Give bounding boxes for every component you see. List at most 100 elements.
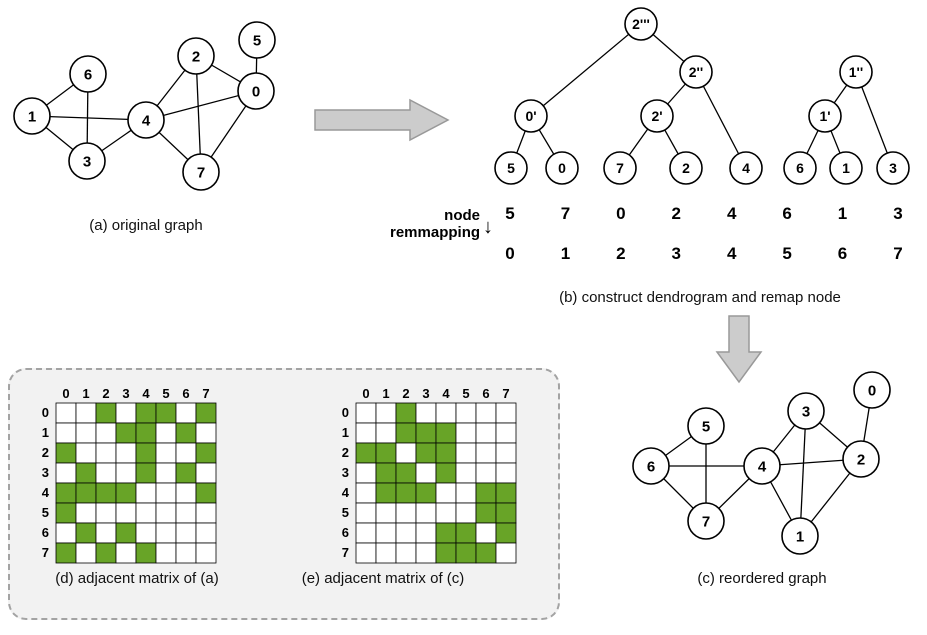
node-label: 5 (702, 418, 710, 435)
node-label: 3 (83, 153, 91, 170)
remap-label: node remmapping ↓ (390, 207, 493, 241)
matrix-cell-empty (115, 402, 137, 424)
col-header: 5 (462, 386, 469, 401)
matrix-cell-empty (415, 542, 437, 564)
edge-3-1 (799, 410, 807, 537)
matrix-cell-filled (95, 402, 117, 424)
matrix-cell-empty (475, 422, 497, 444)
matrix-cell-empty (95, 442, 117, 464)
matrix-cell-empty (195, 542, 217, 564)
matrix-cell-empty (475, 442, 497, 464)
remap-new-value: 0 (505, 244, 515, 263)
node-6 (783, 151, 817, 185)
matrix-cell-filled (155, 402, 177, 424)
node-label: 5 (253, 32, 261, 49)
caption-original-graph: (a) original graph (89, 217, 203, 234)
matrix-cell-empty (415, 402, 437, 424)
matrix-cell-empty (355, 542, 377, 564)
node-label: 4 (758, 458, 767, 475)
edge-1''-3 (855, 71, 894, 169)
node-2 (842, 440, 880, 478)
node-1 (13, 97, 51, 135)
matrix-cell-filled (75, 462, 97, 484)
col-header: 1 (382, 386, 389, 401)
remap-old-value: 6 (782, 204, 792, 223)
matrix-cell-empty (495, 402, 517, 424)
col-header: 3 (122, 386, 129, 401)
matrix-cell-empty (175, 442, 197, 464)
matrix-cell-filled (75, 522, 97, 544)
node-3 (876, 151, 910, 185)
matrix-cell-empty (135, 522, 157, 544)
node-label: 7 (702, 513, 710, 530)
node-2''' (624, 7, 658, 41)
matrix-cell-filled (435, 462, 457, 484)
arrow-a-to-b-icon (314, 98, 450, 142)
matrix-cell-filled (415, 482, 437, 504)
edge-2-7 (195, 55, 202, 173)
matrix-cell-empty (135, 502, 157, 524)
matrix-cell-filled (115, 482, 137, 504)
matrix-cell-filled (195, 402, 217, 424)
col-header: 0 (62, 386, 69, 401)
matrix-cell-empty (155, 502, 177, 524)
matrix-cell-empty (95, 462, 117, 484)
matrix-cell-filled (175, 422, 197, 444)
col-header: 4 (142, 386, 150, 401)
node-1 (829, 151, 863, 185)
matrix-cell-empty (495, 542, 517, 564)
remap-new-value: 7 (893, 244, 903, 263)
caption-matrix-e: (e) adjacent matrix of (c) (301, 570, 465, 587)
matrix-cell-filled (435, 542, 457, 564)
node-label: 2'' (689, 64, 703, 80)
node-2' (640, 99, 674, 133)
remap-row-new: 0 1 2 3 4 5 6 7 (496, 244, 912, 264)
matrix-cell-empty (155, 462, 177, 484)
node-label: 0' (525, 108, 536, 124)
matrix-cell-filled (55, 542, 77, 564)
node-0 (853, 371, 891, 409)
matrix-cell-empty (395, 442, 417, 464)
col-header: 2 (402, 386, 409, 401)
matrix-cell-filled (195, 442, 217, 464)
matrix-cell-empty (95, 502, 117, 524)
matrix-cell-empty (155, 522, 177, 544)
col-header: 1 (82, 386, 89, 401)
matrix-cell-empty (175, 502, 197, 524)
matrix-cell-filled (415, 422, 437, 444)
matrix-cell-filled (395, 402, 417, 424)
row-header: 3 (42, 465, 49, 480)
matrix-cell-filled (135, 442, 157, 464)
node-4 (127, 101, 165, 139)
matrix-cell-filled (475, 502, 497, 524)
remap-old-value: 7 (560, 204, 571, 223)
row-header: 0 (342, 405, 349, 420)
matrix-cell-filled (395, 422, 417, 444)
remap-old-value: 5 (505, 204, 515, 223)
matrix-cell-filled (495, 502, 517, 524)
col-header: 3 (422, 386, 429, 401)
node-0 (237, 72, 275, 110)
remap-new-value: 4 (726, 244, 737, 263)
matrix-cell-filled (75, 482, 97, 504)
matrix-cell-filled (95, 542, 117, 564)
row-header: 3 (342, 465, 349, 480)
node-label: 0 (558, 160, 566, 176)
arrow-b-to-c-icon (715, 315, 763, 384)
node-label: 0 (252, 83, 260, 100)
node-label: 6 (796, 160, 804, 176)
matrix-cell-empty (395, 542, 417, 564)
node-label: 3 (889, 160, 897, 176)
matrix-cell-empty (75, 502, 97, 524)
matrix-cell-empty (355, 502, 377, 524)
node-label: 1'' (849, 64, 863, 80)
node-label: 2''' (632, 16, 650, 32)
caption-reordered-graph: (c) reordered graph (697, 570, 827, 587)
node-label: 7 (616, 160, 624, 176)
matrix-cell-empty (495, 422, 517, 444)
matrix-cell-filled (455, 542, 477, 564)
node-1' (808, 99, 842, 133)
